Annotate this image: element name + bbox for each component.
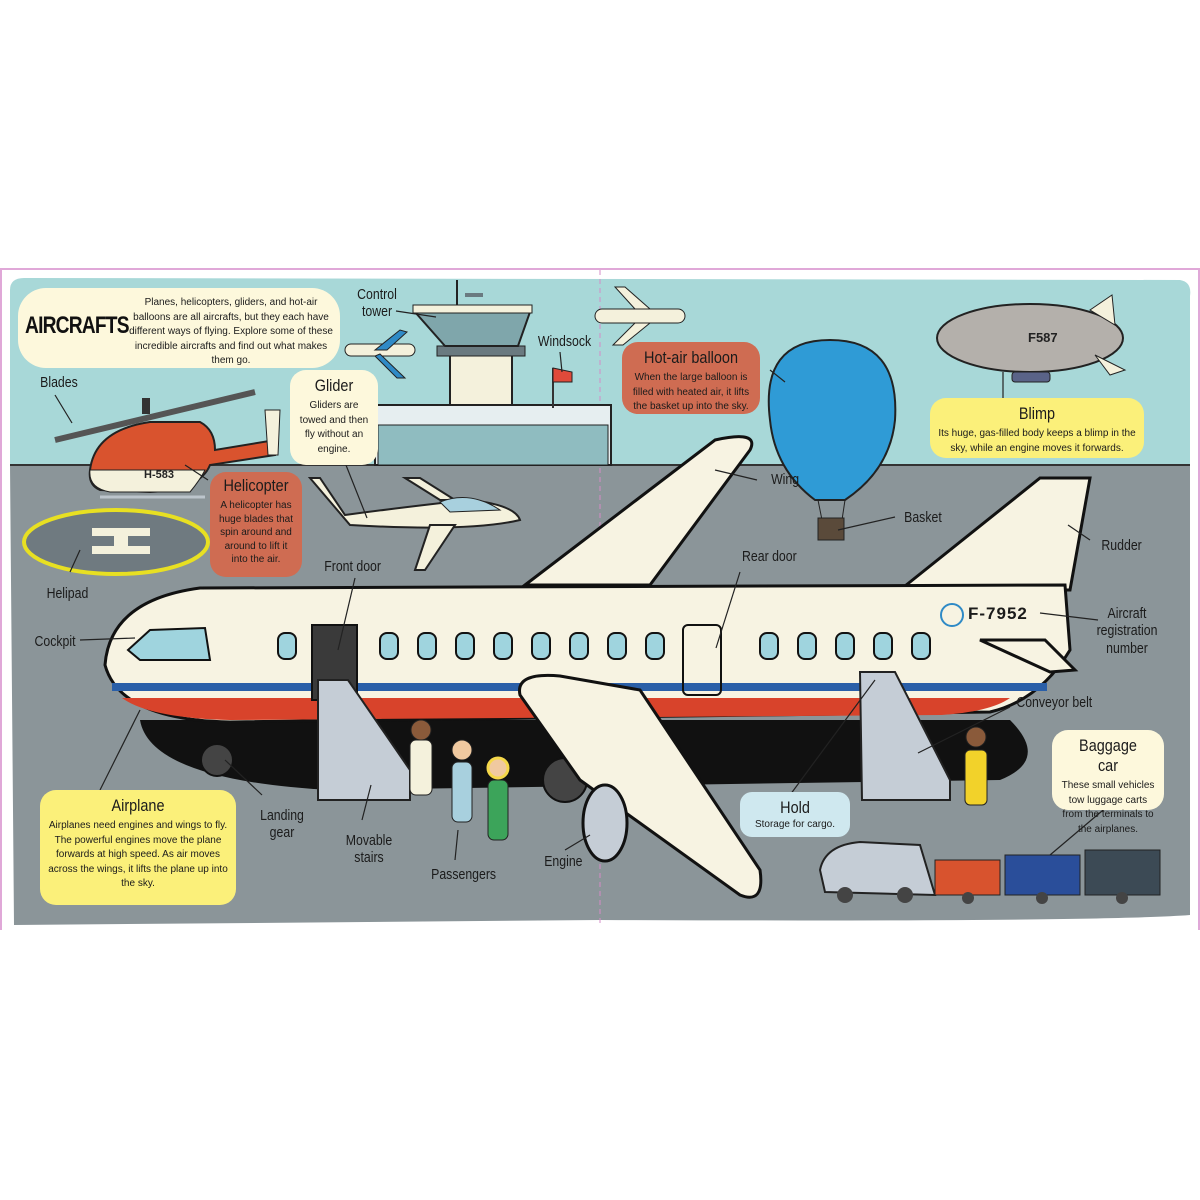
label-helipad: Helipad — [46, 585, 89, 602]
passengers-illustration — [409, 719, 510, 841]
hot-air-balloon-info-box: Hot-air balloon When the large balloon i… — [622, 342, 760, 414]
airplane-window — [835, 632, 855, 660]
label-landing-gear: Landing gear — [260, 807, 304, 842]
ground-worker-illustration — [964, 726, 988, 806]
airplane-text: Airplanes need engines and wings to fly.… — [48, 820, 228, 889]
baggage-car-info-box: Baggage car These small vehicles tow lug… — [1052, 730, 1164, 835]
label-engine: Engine — [544, 853, 583, 870]
globe-logo — [940, 603, 964, 627]
blimp-registration: F587 — [1028, 330, 1058, 345]
blimp-title: Blimp — [1018, 404, 1056, 423]
hold-text: Storage for cargo. — [754, 819, 836, 830]
label-wing: Wing — [771, 471, 800, 488]
blimp-illustration — [936, 294, 1127, 383]
label-basket: Basket — [904, 509, 942, 526]
airplane-window — [531, 632, 551, 660]
hot-air-balloon-text: When the large balloon is filled with he… — [632, 372, 750, 412]
airplane-window — [569, 632, 589, 660]
baggage-car-title: Baggage car — [1079, 736, 1137, 775]
engine-illustration — [581, 783, 629, 863]
cockpit-window — [126, 626, 212, 661]
helicopter-illustration — [54, 389, 281, 499]
airplane-window — [797, 632, 817, 660]
airplane-windows — [277, 632, 931, 660]
conveyor-belt-illustration — [858, 671, 951, 801]
glider-illustration — [307, 477, 522, 571]
hot-air-balloon-title: Hot-air balloon — [644, 348, 738, 367]
airplane-window — [607, 632, 627, 660]
airplane-window — [645, 632, 665, 660]
hold-info-box: Hold Storage for cargo. — [740, 792, 850, 837]
small-blue-plane — [344, 329, 416, 379]
rear-door-illustration — [682, 624, 722, 696]
airplane-window — [277, 632, 297, 660]
page-title: AIRCRAFTS — [25, 312, 130, 339]
airplane-tailplane — [979, 638, 1079, 674]
airplane-far-wing — [520, 435, 754, 587]
label-conveyor-belt: Conveyor belt — [1016, 694, 1093, 711]
helicopter-title: Helicopter — [223, 476, 289, 495]
glider-info-box: Glider Gliders are towed and then fly wi… — [290, 370, 378, 465]
airplane-title: Airplane — [111, 796, 165, 815]
baggage-car-illustration — [818, 840, 1161, 904]
hot-air-balloon-illustration — [767, 338, 897, 541]
glider-title: Glider — [314, 376, 354, 395]
airplane-window — [911, 632, 931, 660]
helipad-illustration — [22, 508, 210, 576]
label-control-tower: Control tower — [357, 286, 397, 321]
label-rear-door: Rear door — [742, 548, 797, 565]
helicopter-text: A helicopter has huge blades that spin a… — [219, 500, 293, 565]
blimp-info-box: Blimp Its huge, gas-filled body keeps a … — [930, 398, 1144, 458]
airplane-info-box: Airplane Airplanes need engines and wing… — [40, 790, 236, 905]
airplane-window — [759, 632, 779, 660]
helicopter-info-box: Helicopter A helicopter has huge blades … — [210, 472, 302, 577]
airplane-window — [873, 632, 893, 660]
small-white-plane — [594, 286, 686, 346]
label-aircraft-registration-number: Aircraft registration number — [1096, 605, 1158, 657]
label-cockpit: Cockpit — [34, 633, 76, 650]
airplane-window — [455, 632, 475, 660]
blimp-text: Its huge, gas-filled body keeps a blimp … — [938, 428, 1136, 454]
airplane-window — [379, 632, 399, 660]
airplane-near-wing — [518, 673, 763, 899]
control-tower-illustration — [374, 280, 612, 466]
label-passengers: Passengers — [431, 866, 497, 883]
airplane-window — [417, 632, 437, 660]
helicopter-registration: H-583 — [144, 469, 174, 481]
label-windsock: Windsock — [537, 333, 592, 350]
intro-text: Planes, helicopters, gliders, and hot-ai… — [129, 297, 333, 366]
label-rudder: Rudder — [1101, 537, 1142, 554]
page-border-top — [0, 268, 1200, 270]
page-border-right — [1198, 268, 1200, 930]
airplane-registration: F-7952 — [968, 604, 1028, 623]
windsock-illustration — [552, 367, 573, 408]
baggage-car-text: These small vehicles tow luggage carts f… — [1061, 780, 1155, 835]
landing-gear-wheel — [200, 743, 234, 777]
intro-box — [18, 288, 340, 368]
label-front-door: Front door — [324, 558, 381, 575]
page-border-left — [0, 268, 2, 930]
airplane-window — [493, 632, 513, 660]
glider-text: Gliders are towed and then fly without a… — [299, 400, 369, 455]
label-blades: Blades — [40, 374, 78, 391]
hold-title: Hold — [780, 798, 810, 817]
label-movable-stairs: Movable stairs — [345, 832, 393, 867]
